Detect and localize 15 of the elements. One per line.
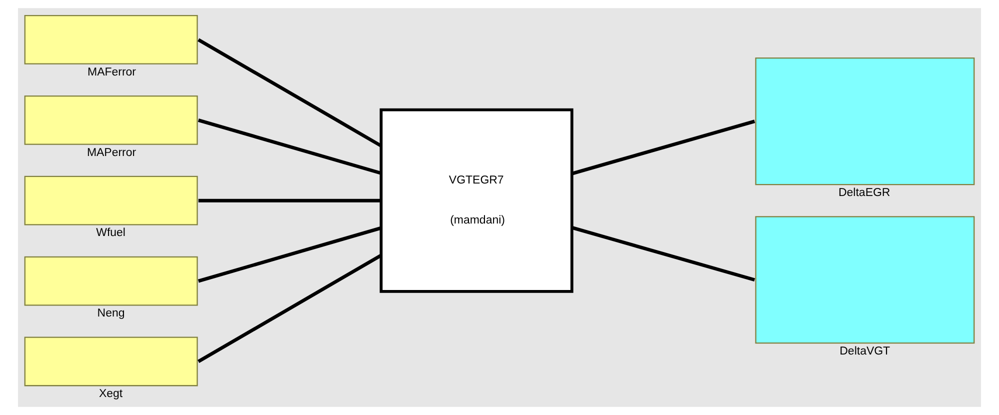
connector [198, 38, 382, 148]
connector [198, 226, 382, 283]
connector [198, 198, 381, 202]
node-label: Wfuel [96, 227, 126, 240]
node-label: Xegt [99, 388, 123, 400]
node-box: VGTEGR7 (mamdani) [380, 108, 574, 293]
connector [572, 120, 756, 176]
connector [572, 226, 756, 282]
node-label: MAFerror [88, 66, 136, 78]
connector [198, 118, 382, 175]
node-label: Neng [97, 308, 125, 320]
connector [198, 254, 382, 363]
node-label: DeltaEGR [838, 187, 890, 200]
node-label: MAPerror [86, 146, 136, 159]
node-label: DeltaVGT [840, 346, 890, 358]
